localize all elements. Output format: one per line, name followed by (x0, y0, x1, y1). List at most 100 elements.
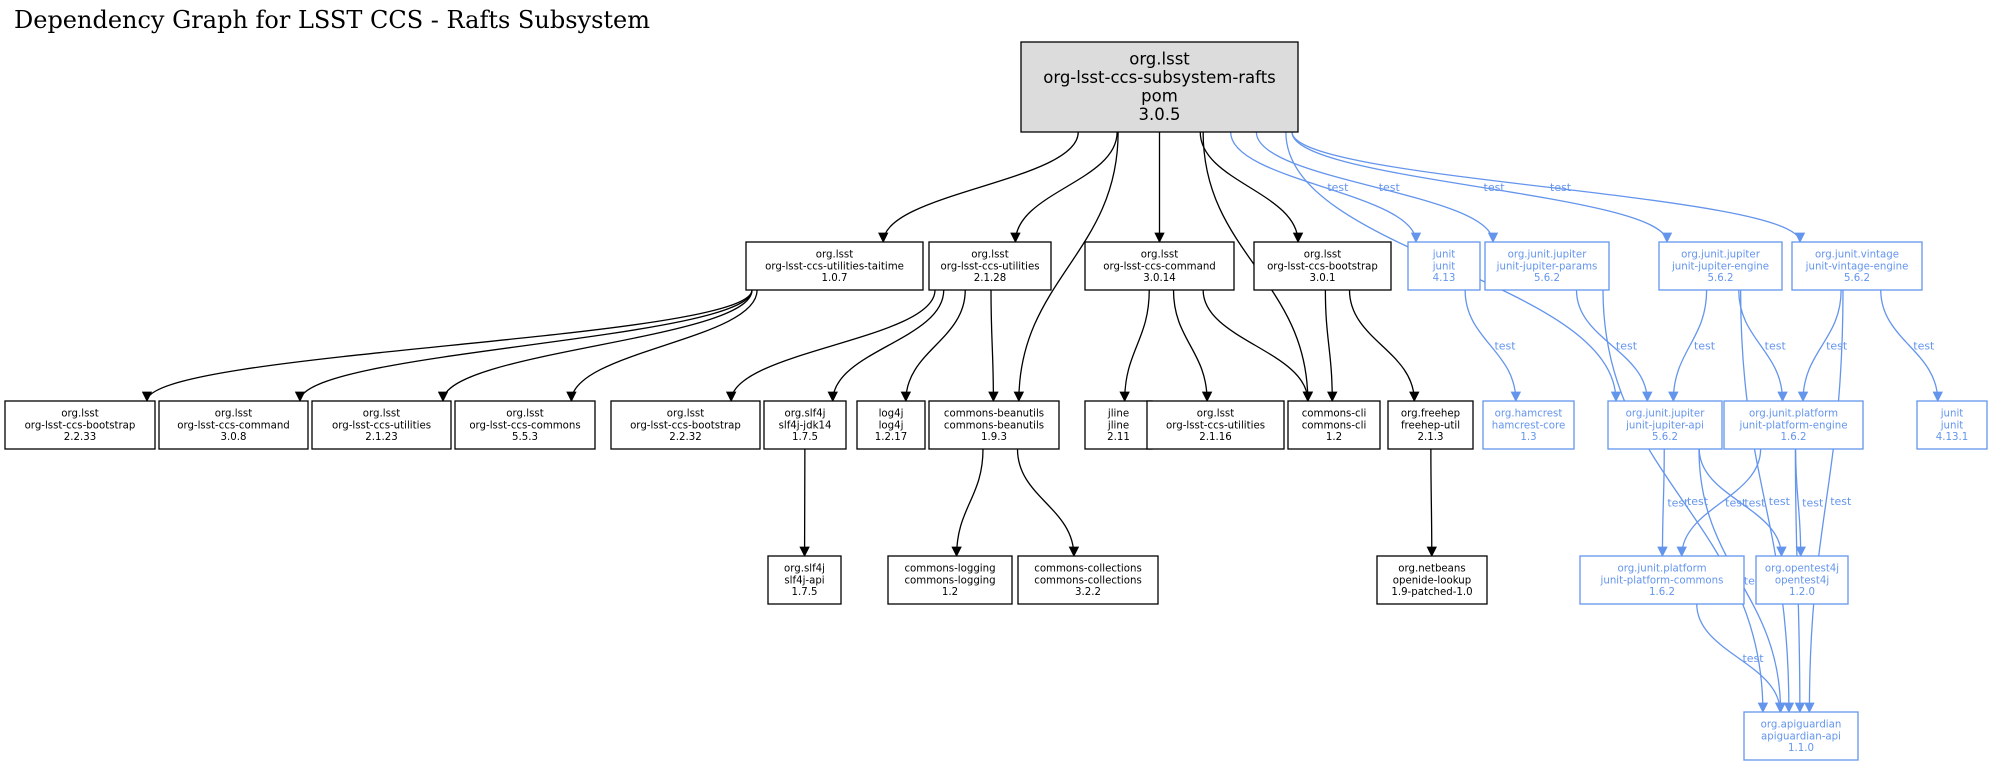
edge-label: test (1550, 181, 1572, 194)
node-label-line: commons-collections (1034, 575, 1142, 586)
node-box (1743, 711, 1859, 761)
node-box (4, 400, 156, 450)
node-box (856, 400, 926, 450)
node-label-line: commons-collections (1034, 564, 1142, 575)
edge-label: test (1765, 340, 1787, 353)
edge-line (1464, 289, 1522, 403)
node-label-line: 1.7.5 (792, 587, 818, 598)
edge-utilities-2128-to-log4j (900, 289, 966, 403)
node-label-line: org-lsst-ccs-bootstrap (25, 420, 136, 431)
edge-jupiter-engine-to-platform-engine: test (1738, 289, 1788, 403)
edge-line (827, 289, 945, 403)
node-label-line: 2.2.33 (64, 432, 96, 443)
edge-platform-commons-to-apiguardian: test (1696, 603, 1786, 714)
edge-line (1119, 289, 1150, 403)
edge-root-to-junit-413: test (1229, 131, 1422, 244)
node-label-line: org.lsst (971, 250, 1008, 261)
node-box (928, 400, 1060, 450)
node-box (1387, 400, 1474, 450)
node-label-line: 1.6.2 (1781, 432, 1807, 443)
node-label-line: org.junit.jupiter (1681, 250, 1761, 261)
node-box (1723, 400, 1864, 450)
node-label-line: org.lsst (215, 409, 252, 420)
node-label-line: 1.3 (1520, 432, 1536, 443)
node-label-line: commons-cli (1302, 420, 1367, 431)
node-platform-commons: org.junit.platformjunit-platform-commons… (1579, 555, 1745, 605)
node-label-line: 3.0.8 (221, 432, 247, 443)
node-jupiter-params: org.junit.jupiterjunit-jupiter-params5.6… (1484, 241, 1610, 291)
edge-line (437, 289, 753, 403)
node-label-line: org.netbeans (1398, 564, 1465, 575)
node-box (454, 400, 596, 450)
edge-root-to-vintage-engine: test (1291, 131, 1806, 244)
page-title: Dependency Graph for LSST CCS - Rafts Su… (14, 6, 650, 34)
node-label-line: org-lsst-ccs-bootstrap (1267, 261, 1378, 272)
edge-line (1602, 289, 1769, 714)
node-jupiter-engine: org.junit.jupiterjunit-jupiter-engine5.6… (1658, 241, 1783, 291)
node-label-line: org.junit.platform (1749, 409, 1838, 420)
edge-line (1657, 448, 1668, 558)
node-label-line: org-lsst-ccs-bootstrap (630, 420, 741, 431)
node-label-line: org.lsst (61, 409, 98, 420)
node-box (1658, 241, 1783, 291)
node-label-line: org.lsst (506, 409, 543, 420)
edge-taitime-to-command-308 (294, 289, 753, 403)
node-label-line: 1.9.3 (981, 432, 1007, 443)
edge-line (1229, 131, 1422, 244)
node-label-line: 4.13.1 (1936, 432, 1968, 443)
node-box (1084, 400, 1153, 450)
edge-bootstrap-301-to-freehep (1348, 289, 1420, 403)
node-label-line: 5.6.2 (1652, 432, 1678, 443)
node-label-line: 1.2 (1326, 432, 1342, 443)
node-label-line: commons-cli (1302, 409, 1367, 420)
node-label-line: jline (1107, 409, 1129, 420)
edge-label: test (1913, 340, 1935, 353)
node-label-line: junit-platform-engine (1739, 420, 1848, 431)
edge-jupiter-params-to-jupiter-api: test (1575, 289, 1653, 403)
edge-line (1739, 289, 1795, 714)
node-box (928, 241, 1052, 291)
edge-command-3014-to-commons-cli (1202, 289, 1314, 403)
node-box (887, 555, 1013, 605)
edge-line (1698, 448, 1787, 558)
node-label-line: 3.2.2 (1075, 587, 1101, 598)
node-box (767, 555, 842, 605)
edge-label: test (1802, 497, 1824, 510)
edge-line (1696, 603, 1786, 714)
edge-label: test (1744, 497, 1766, 510)
node-label-line: org.junit.platform (1617, 564, 1706, 575)
node-box (1916, 400, 1988, 450)
node-label-line: junit (1940, 409, 1964, 420)
edge-root-to-jupiter-params: test (1255, 131, 1499, 244)
nodes-layer: org.lsstorg-lsst-ccs-subsystem-raftspom3… (4, 41, 1988, 761)
node-box (1579, 555, 1745, 605)
edge-line (1348, 289, 1420, 403)
node-label-line: opentest4j (1775, 575, 1829, 586)
node-box (1253, 241, 1392, 291)
node-box (1407, 241, 1481, 291)
edge-label: test (1769, 495, 1791, 508)
edge-beanutils-to-commons-collections (1016, 448, 1080, 558)
node-taitime: org.lsstorg-lsst-ccs-utilities-taitime1.… (745, 241, 924, 291)
edge-line (988, 289, 999, 403)
node-label-line: org.slf4j (784, 564, 825, 575)
node-label-line: 2.1.3 (1418, 432, 1444, 443)
edge-root-to-taitime (878, 131, 1079, 244)
node-box (745, 241, 924, 291)
edge-jupiter-api-to-opentest4j: test (1698, 448, 1787, 558)
node-label-line: org-lsst-ccs-utilities-taitime (765, 261, 904, 272)
node-label-line: 1.2 (942, 587, 958, 598)
node-label-line: commons-beanutils (944, 409, 1044, 420)
edge-label: test (1694, 340, 1716, 353)
node-label-line: openide-lookup (1393, 575, 1471, 586)
node-label-line: junit-jupiter-engine (1671, 261, 1769, 272)
